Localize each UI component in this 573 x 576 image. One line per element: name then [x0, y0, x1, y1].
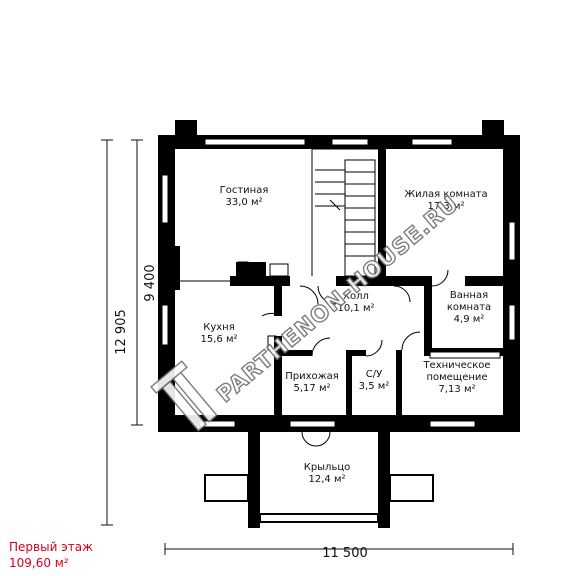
room-name: Кухня — [203, 322, 235, 333]
room-area: 7,13 м² — [439, 384, 476, 395]
dimension-lines — [101, 139, 514, 555]
room-area: 10,1 м² — [338, 303, 375, 314]
dimension-height-total: 12 905 — [114, 309, 129, 355]
room-name: Крыльцо — [304, 462, 351, 473]
room-name: Холл — [343, 291, 369, 302]
room-area: 3,5 м² — [359, 381, 390, 392]
dimension-height-house: 9 400 — [143, 264, 158, 301]
floor-area: 109,60 м² — [9, 556, 69, 570]
thin-lines — [180, 148, 501, 447]
room-name: Жилая комната — [404, 189, 487, 200]
room-name: Гостиная — [220, 185, 269, 196]
room-name: Прихожая — [285, 371, 339, 382]
room-area: 12,4 м² — [309, 474, 346, 485]
watermark: PARTHENON-HOUSE.RU — [150, 191, 465, 432]
floor-label: Первый этаж — [9, 540, 93, 554]
windows — [161, 138, 516, 428]
room-area: 17,3 м² — [428, 201, 465, 212]
room-area: 15,6 м² — [201, 334, 238, 345]
room-name: Ванная — [450, 290, 488, 301]
room-area: 33,0 м² — [226, 197, 263, 208]
room-area: 4,9 м² — [454, 314, 485, 325]
dimension-width: 11 500 — [322, 546, 368, 561]
room-name: Техническое — [422, 360, 490, 371]
outer-walls — [158, 120, 520, 528]
room-name-line2: комната — [447, 302, 491, 313]
room-area: 5,17 м² — [294, 383, 331, 394]
room-name: С/У — [366, 369, 382, 380]
room-name-line2: помещение — [426, 372, 487, 383]
